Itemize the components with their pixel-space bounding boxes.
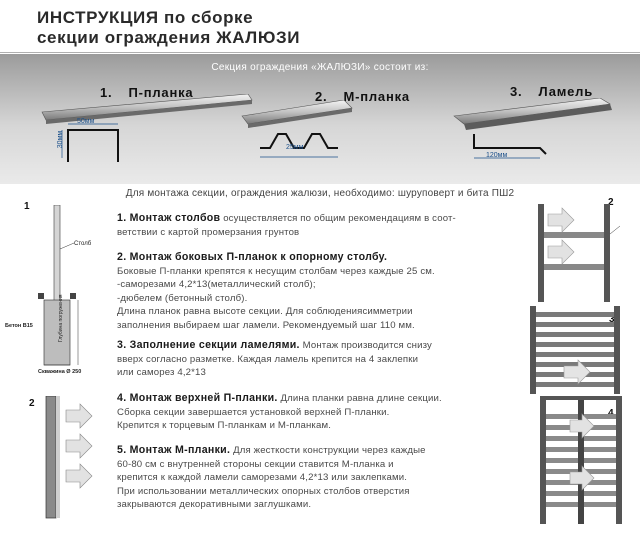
step-4-line-2: Сборка секции завершается установкой вер… bbox=[117, 406, 390, 418]
step-1-line-2: ветствии с картой промерзания грунтов bbox=[117, 226, 300, 238]
step-5-heading: 5. Монтаж М-планки. bbox=[117, 444, 231, 456]
page-title-line2: секции ограждения ЖАЛЮЗИ bbox=[37, 28, 301, 47]
part-1-height-dimension: 30мм bbox=[57, 130, 65, 149]
step-5-line-5: закрываются декоративными заглушками. bbox=[117, 499, 312, 510]
part-2-number: 2. bbox=[315, 89, 328, 104]
header-divider bbox=[0, 52, 640, 53]
step-2-line-5: заполнения выбираем шаг ламели. Рекоменд… bbox=[117, 319, 415, 331]
step-2-line-3: -дюбелем (бетонный столб). bbox=[117, 292, 248, 304]
step-3-line-2: вверх согласно разметке. Каждая ламель к… bbox=[117, 353, 419, 365]
side-p-profile-diagram bbox=[45, 396, 93, 519]
diagram-4-number: 4 bbox=[608, 408, 614, 419]
step-5-line-2: 60-80 см с внутренней стороны секции ста… bbox=[117, 458, 394, 470]
step-5-line-1: Для жесткости конструкции через каждые bbox=[230, 445, 426, 456]
step-5: 5. Монтаж М-планки. Для жесткости констр… bbox=[117, 444, 527, 512]
tools-note: Для монтажа секции, ограждения жалюзи, н… bbox=[125, 188, 515, 199]
diagram-r2-number: 2 bbox=[608, 197, 614, 208]
step-3-heading: 3. Заполнение секции ламелями. bbox=[117, 339, 300, 351]
step-2: 2. Монтаж боковых П-планок к опорному ст… bbox=[117, 251, 527, 332]
step-1-line-1: осуществляется по общим рекомендациям в … bbox=[220, 213, 456, 224]
part-2-label: 2. М-планка bbox=[315, 89, 410, 104]
post-label: Столб bbox=[74, 241, 92, 247]
p-profile-illustration bbox=[41, 94, 253, 162]
step-3-line-3: или саморез 4,2*13 bbox=[117, 367, 207, 378]
step-2-line-4: Длина планок равна высоте секции. Для со… bbox=[117, 306, 413, 317]
fastening-diagram bbox=[538, 204, 621, 302]
diagram-3-number: 3 bbox=[609, 314, 615, 325]
post-installation-diagram bbox=[38, 205, 79, 366]
concrete-label: Бетон В15 bbox=[5, 323, 33, 329]
step-3-line-1: Монтаж производится снизу bbox=[299, 340, 432, 351]
step-3: 3. Заполнение секции ламелями. Монтаж пр… bbox=[117, 339, 527, 380]
part-1-number: 1. bbox=[100, 85, 113, 100]
step-2-line-1: Боковые П-планки крепятся к несущим стол… bbox=[117, 265, 435, 277]
step-5-line-4: При использовании металлических опорных … bbox=[117, 485, 410, 497]
m-profile-illustration bbox=[241, 100, 353, 158]
diagram-1-number: 1 bbox=[24, 201, 30, 212]
step-4-heading: 4. Монтаж верхней П-планки. bbox=[117, 392, 278, 404]
step-2-heading: 2. Монтаж боковых П-планок к опорному ст… bbox=[117, 251, 388, 263]
step-1: 1. Монтаж столбов осуществляется по общи… bbox=[117, 212, 527, 239]
part-3-label: 3. Ламель bbox=[510, 84, 593, 99]
part-1-width-dimension: 50мм bbox=[77, 118, 95, 125]
components-caption: Секция ограждения «ЖАЛЮЗИ» состоит из: bbox=[211, 62, 429, 73]
step-5-line-3: крепится к каждой ламели саморезами 4,2*… bbox=[117, 472, 408, 483]
part-2-width-dimension: 25мм bbox=[286, 144, 304, 151]
step-4: 4. Монтаж верхней П-планки. Длина планки… bbox=[117, 392, 527, 433]
step-2-line-2: -саморезами 4,2*13(металлический столб); bbox=[117, 279, 316, 290]
part-3-width-dimension: 120мм bbox=[486, 152, 508, 159]
page-title-line1: ИНСТРУКЦИЯ по сборке bbox=[37, 8, 254, 27]
step-4-line-1: Длина планки равна длине секции. bbox=[277, 393, 442, 404]
diagram-2-number: 2 bbox=[29, 398, 35, 409]
step-4-line-3: Крепится к торцевым П-планкам и М-планка… bbox=[117, 420, 332, 431]
part-1-label: 1. П-планка bbox=[100, 85, 193, 100]
part-2-name: М-планка bbox=[343, 89, 410, 104]
part-1-name: П-планка bbox=[128, 85, 194, 100]
part-3-name: Ламель bbox=[538, 84, 594, 99]
hole-label: Скважина Ø 250 bbox=[38, 369, 82, 375]
depth-label: Глубина погружения bbox=[58, 294, 64, 342]
header bbox=[0, 0, 640, 54]
step-1-heading: 1. Монтаж столбов bbox=[117, 212, 221, 224]
lamel-illustration bbox=[453, 98, 612, 159]
lamel-filling-diagram bbox=[530, 306, 620, 394]
top-profile-diagram bbox=[540, 396, 622, 524]
part-3-number: 3. bbox=[510, 84, 523, 99]
